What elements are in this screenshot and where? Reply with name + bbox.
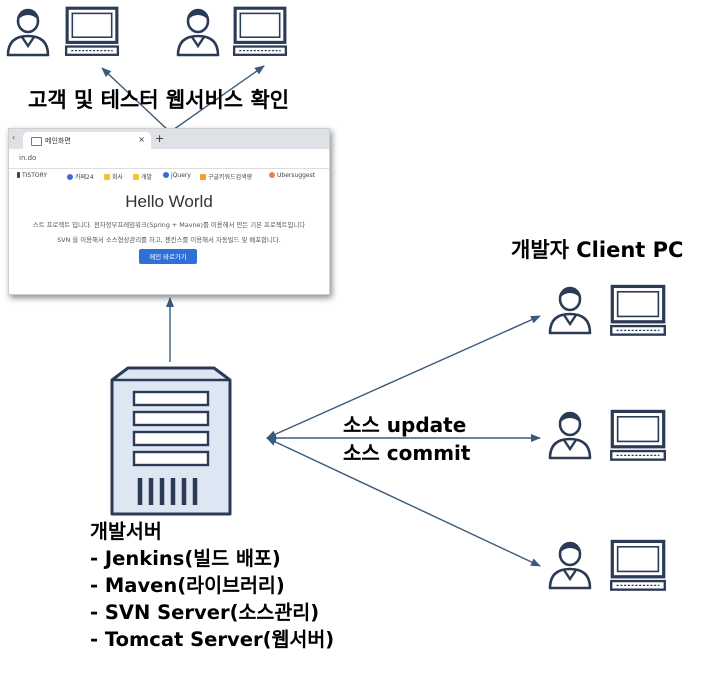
bookmark-cafe24[interactable]: 카페24	[67, 172, 94, 181]
address-url: in.do	[19, 154, 37, 162]
bookmark-tistory[interactable]: TISTORY	[17, 172, 47, 179]
tistory-icon	[17, 172, 20, 178]
bookmark-company[interactable]: 회사	[104, 172, 123, 181]
address-bar[interactable]: in.do	[9, 149, 329, 169]
developer-3-user-icon	[548, 540, 592, 590]
arrow-dev-pc-3	[266, 437, 541, 567]
google-ads-icon	[200, 174, 206, 180]
ubersuggest-icon	[269, 172, 275, 178]
dev-server-title: 개발서버	[90, 520, 162, 543]
developer-pc-label: 개발자 Client PC	[511, 238, 684, 262]
bookmark-ubersuggest[interactable]: Ubersuggest	[269, 172, 315, 179]
dev-server-item-tomcat: - Tomcat Server(웹서버)	[90, 628, 335, 651]
server-icon	[110, 366, 232, 516]
tab-title: 메인화면	[45, 137, 71, 145]
browser-window: ‹ 메인화면 × + in.do TISTORY 카페24 회사 개발 jQue…	[8, 128, 330, 295]
arrow-to-customer	[101, 67, 171, 133]
customer-user-icon	[6, 8, 50, 57]
folder-icon	[104, 174, 110, 180]
arrow-to-tester	[169, 65, 265, 133]
customer-tester-label: 고객 및 테스터 웹서비스 확인	[28, 88, 290, 112]
bookmark-jquery[interactable]: jQuery	[163, 172, 191, 179]
source-commit-label: 소스 commit	[343, 441, 471, 465]
developer-1-user-icon	[548, 285, 592, 335]
source-update-label: 소스 update	[343, 413, 467, 437]
dev-server-item-jenkins: - Jenkins(빌드 배포)	[90, 547, 281, 570]
browser-tab[interactable]: 메인화면 ×	[23, 132, 151, 149]
cafe24-icon	[67, 174, 73, 180]
main-shortcut-button[interactable]: 메인 바로가기	[139, 249, 197, 264]
new-tab-button[interactable]: +	[155, 132, 165, 145]
dev-server-item-maven: - Maven(라이브러리)	[90, 574, 285, 597]
bookmark-google-keywords[interactable]: 구글키워드검색량	[200, 172, 252, 181]
page-description-line1: 스트 프로젝트 입니다. 전자정부프레임워크(Spring + Mavne)를 …	[32, 221, 306, 229]
developer-2-user-icon	[548, 410, 592, 460]
tab-close-icon[interactable]: ×	[138, 135, 145, 144]
customer-monitor-icon	[64, 6, 120, 57]
dev-server-list: 개발서버 - Jenkins(빌드 배포) - Maven(라이브러리) - S…	[90, 518, 334, 653]
developer-3-monitor-icon	[609, 539, 667, 592]
page-favicon-icon	[31, 137, 42, 146]
page-heading: Hello World	[125, 192, 213, 211]
bookmarks-bar: TISTORY 카페24 회사 개발 jQuery 구글키워드검색량 Ubers…	[9, 169, 329, 183]
tester-monitor-icon	[232, 6, 288, 57]
developer-2-monitor-icon	[609, 409, 667, 462]
browser-tab-bar: ‹ 메인화면 × +	[9, 129, 329, 149]
back-icon[interactable]: ‹	[12, 133, 16, 142]
dev-server-item-svn: - SVN Server(소스관리)	[90, 601, 320, 624]
developer-1-monitor-icon	[609, 284, 667, 337]
tester-user-icon	[176, 8, 220, 57]
bookmark-dev[interactable]: 개발	[133, 172, 152, 181]
arrow-dev-pc-1	[266, 315, 541, 439]
folder-icon	[133, 174, 139, 180]
page-description-line2: SVN 을 이용해서 소스형상관리를 하고, 젠킨스를 이용해서 자동빌드 및 …	[57, 236, 281, 244]
jquery-icon	[163, 172, 169, 178]
